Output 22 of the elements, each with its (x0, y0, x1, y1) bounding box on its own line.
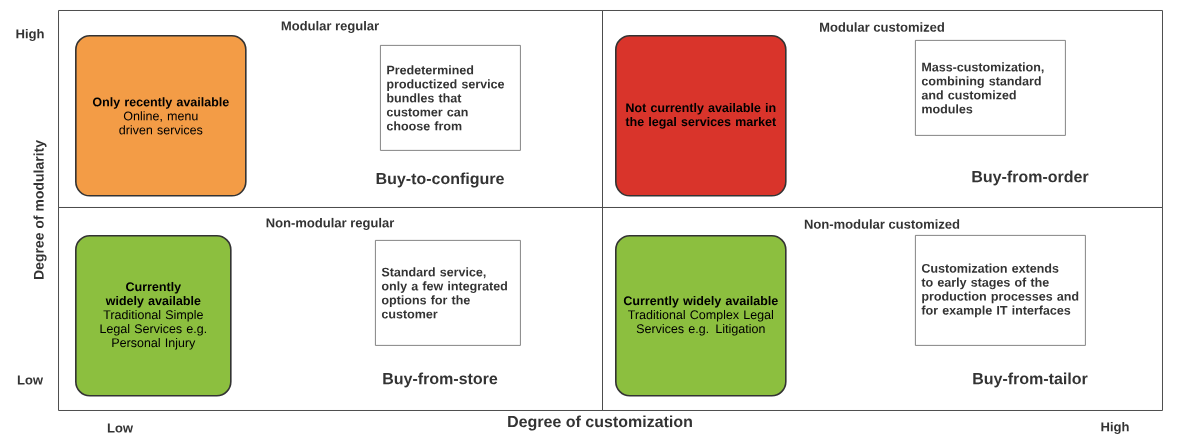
description-box: Predetermined productized service bundles that customer can choose from (380, 45, 521, 151)
strategy-label: Buy-to-configure (376, 172, 504, 188)
axis-label: Low (17, 375, 44, 385)
status-box: Currently widely available Traditional Simple Legal Services e.g. Personal Injury (75, 235, 232, 397)
quadrant-heading: Modular customized (820, 22, 944, 32)
strategy-label: Buy-from-order (972, 170, 1089, 186)
quadrant-heading: Non-modular customized (804, 219, 960, 229)
status-box: Only recently available Online, menu driven services (75, 35, 247, 197)
description-box: Customization extends to early stages of the production processes and for example IT interfaces (915, 235, 1086, 346)
strategy-label: Buy-from-store (383, 372, 498, 388)
axis-label: High (1101, 421, 1129, 435)
description-box: Mass-customization, combining standard and customized modules (915, 40, 1066, 136)
axis-label: Low (107, 423, 134, 433)
status-box: Currently widely available Traditional Complex Legal Services e.g. Litigation (615, 235, 787, 397)
axis-title: Degree of customization (508, 415, 692, 431)
quadrant-heading: Modular regular (281, 20, 379, 34)
description-box: Standard service, only a few integrated options for the customer (375, 240, 521, 346)
axis-label: High (16, 28, 44, 42)
quadrant-heading: Non-modular regular (266, 217, 395, 231)
strategy-label: Buy-from-tailor (973, 372, 1088, 388)
axis-title: Degree of modularity (33, 140, 47, 280)
status-box: Not currently available in the legal services market (615, 35, 787, 197)
